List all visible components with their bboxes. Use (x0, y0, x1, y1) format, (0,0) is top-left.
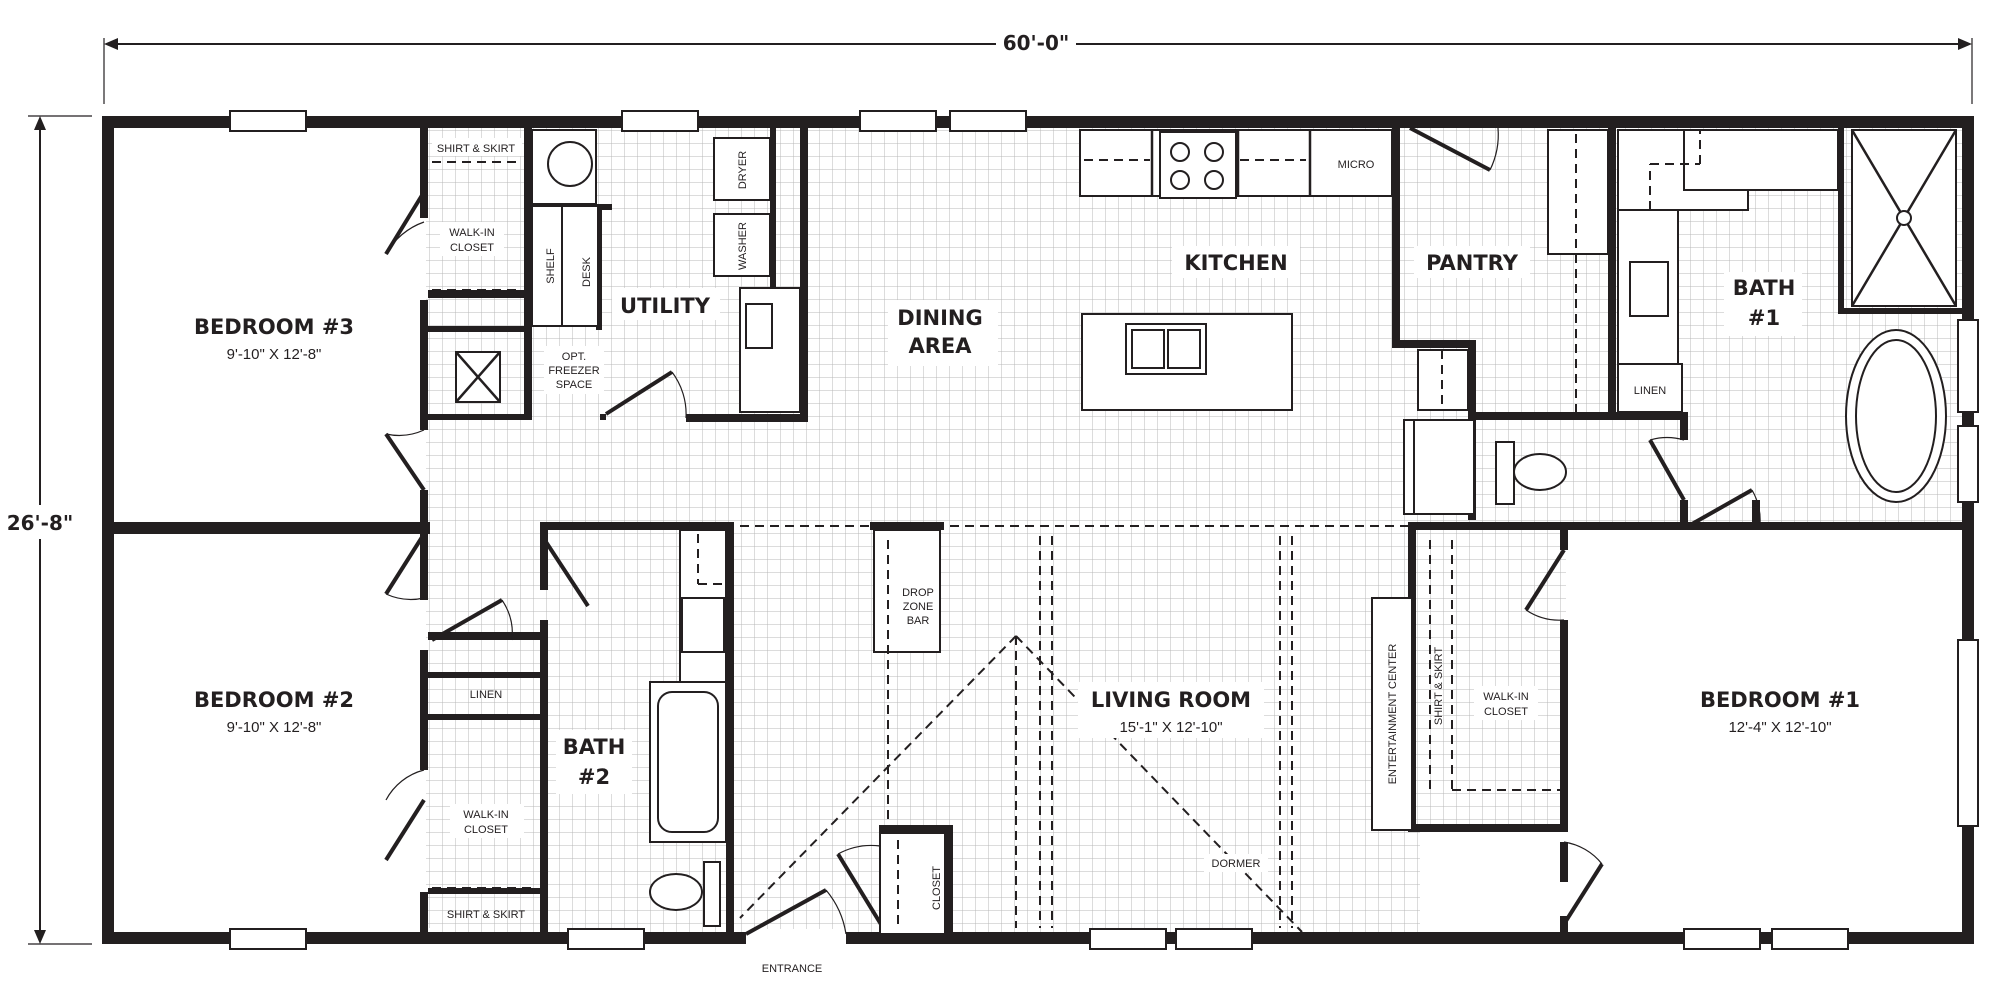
small-labels: SHIRT & SKIRT WALK-IN CLOSET SHELF DESK … (432, 138, 1666, 975)
micro-label: MICRO (1338, 159, 1375, 171)
bedroom2-size: 9'-10" X 12'-8" (227, 719, 322, 736)
overall-depth: 26'-8" (7, 511, 74, 535)
pantry-title: PANTRY (1426, 251, 1519, 275)
furnace-icon (455, 351, 501, 403)
water-heater-icon (531, 129, 597, 205)
depth-dimension: 26'-8" (7, 115, 92, 945)
walkin1-line2: CLOSET (1484, 706, 1528, 718)
washer-appliance (713, 213, 771, 277)
living-title: LIVING ROOM (1091, 688, 1251, 712)
walkin3-line2: CLOSET (450, 242, 494, 254)
windows (229, 110, 1979, 950)
toilet-icon (1403, 419, 1567, 515)
dryer-appliance (713, 137, 771, 201)
doors (384, 126, 1761, 936)
shelf-label: SHELF (545, 248, 557, 284)
dining-line2: AREA (908, 334, 972, 358)
utility-sink (739, 287, 801, 413)
drop-line2: ZONE (903, 601, 934, 613)
shirt-skirt-bottom-label: SHIRT & SKIRT (447, 909, 526, 921)
bath1-line1: BATH (1733, 276, 1796, 300)
dining-line1: DINING (897, 306, 982, 330)
bath2-line2: #2 (578, 765, 610, 789)
walkin1-line1: WALK-IN (1483, 691, 1528, 703)
pantry-shelves (1547, 129, 1609, 412)
overall-width: 60'-0" (1003, 31, 1070, 55)
range-icon (1159, 131, 1237, 199)
tub-icon (1845, 329, 1947, 503)
shelf-desk (531, 205, 599, 327)
bath1-vanity (1617, 129, 1839, 365)
dryer-label: DRYER (737, 151, 749, 189)
freezer-line3: SPACE (556, 379, 592, 391)
utility-title: UTILITY (620, 294, 711, 318)
bath1-line2: #1 (1748, 306, 1780, 330)
bathtub (649, 681, 727, 843)
kitchen-title: KITCHEN (1184, 251, 1287, 275)
bath2-toilet-icon (649, 861, 721, 927)
entertainment-label: ENTERTAINMENT CENTER (1387, 644, 1399, 785)
drop-line3: BAR (907, 615, 930, 627)
bedroom3-size: 9'-10" X 12'-8" (227, 346, 322, 363)
bedroom3-title: BEDROOM #3 (194, 315, 354, 339)
freezer-line2: FREEZER (548, 365, 599, 377)
desk-label: DESK (581, 256, 593, 287)
entertainment-center (1371, 597, 1413, 831)
shirt-skirt-top-label: SHIRT & SKIRT (437, 143, 516, 155)
bedroom2-title: BEDROOM #2 (194, 688, 354, 712)
linen-bath2-label: LINEN (470, 689, 502, 701)
linen-bath1-label: LINEN (1634, 385, 1666, 397)
living-size: 15'-1" X 12'-10" (1119, 719, 1222, 736)
freezer-line1: OPT. (562, 351, 586, 363)
bath1-linen (1617, 363, 1683, 413)
walkin3-line1: WALK-IN (449, 227, 494, 239)
walkin2-line1: WALK-IN (463, 809, 508, 821)
shower-icon (1850, 129, 1958, 307)
washer-label: WASHER (737, 222, 749, 270)
room-labels: BEDROOM #3 9'-10" X 12'-8" BEDROOM #2 9'… (184, 246, 1870, 794)
walkin2-line2: CLOSET (464, 824, 508, 836)
width-dimension: 60'-0" (103, 30, 1973, 104)
closet-shelves (432, 161, 1560, 889)
closet-box (879, 825, 953, 935)
sink-icon (1125, 323, 1207, 375)
closet-label: CLOSET (931, 866, 943, 910)
bedroom1-size: 12'-4" X 12'-10" (1728, 719, 1831, 736)
pantry-lower (1417, 349, 1469, 411)
dormer-label: DORMER (1212, 858, 1261, 870)
bath2-vanity (679, 529, 727, 687)
dormer-lines (739, 525, 1412, 933)
bedroom1-title: BEDROOM #1 (1700, 688, 1860, 712)
drop-line1: DROP (902, 587, 934, 599)
shirt-skirt-bed1-label: SHIRT & SKIRT (1433, 647, 1445, 726)
bath2-line1: BATH (563, 735, 626, 759)
entrance-label: ENTRANCE (762, 963, 823, 975)
kitchen-island (1081, 313, 1293, 411)
